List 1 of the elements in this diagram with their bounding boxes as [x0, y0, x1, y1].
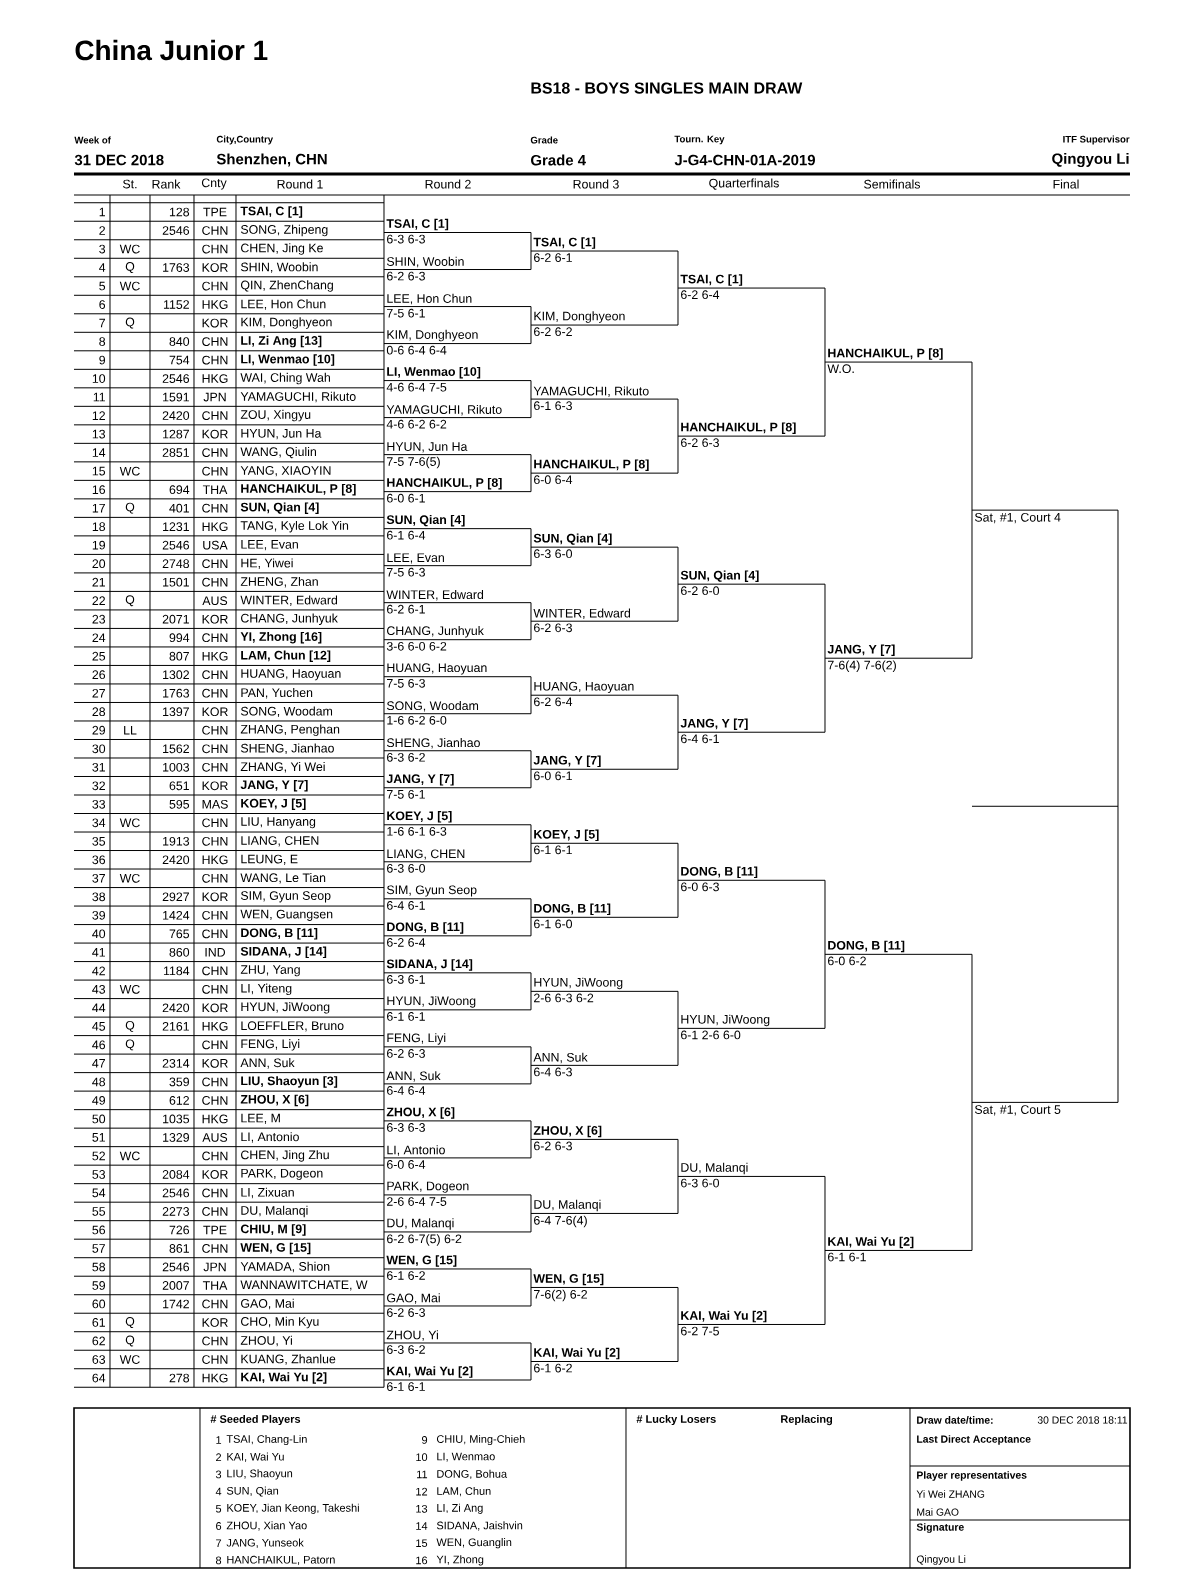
- title: China Junior 1: [75, 39, 268, 61]
